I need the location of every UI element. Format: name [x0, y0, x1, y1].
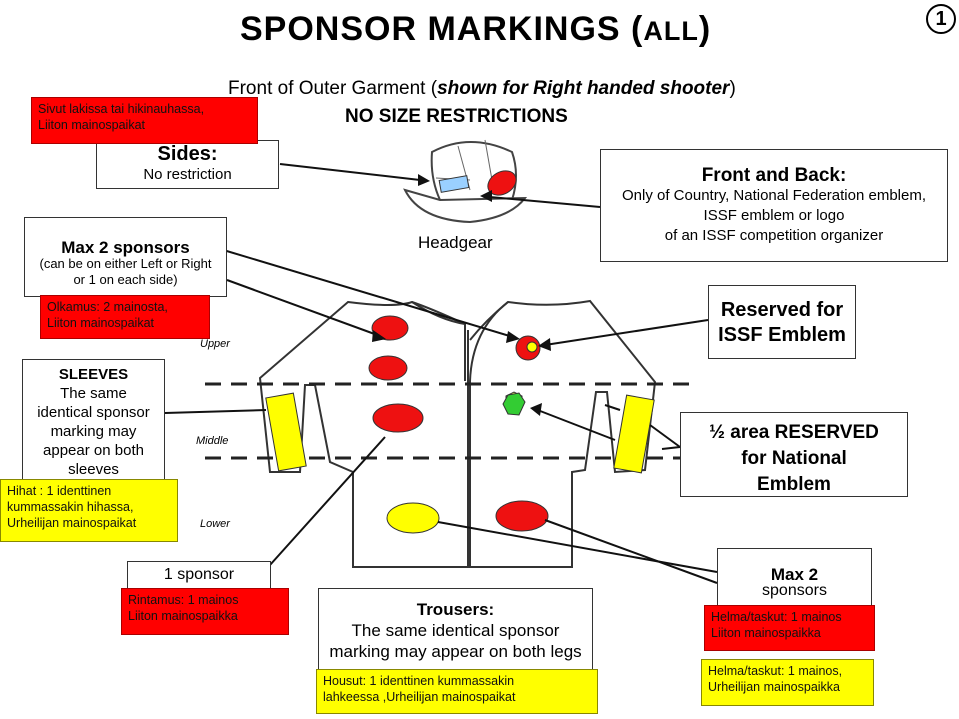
half-line: Emblem [757, 474, 831, 495]
chest-patch [372, 403, 424, 433]
right-sleeve-patch [613, 394, 655, 474]
sleeves-line: identical sponsor [37, 404, 150, 421]
front-back-line: Only of Country, National Federation emb… [621, 187, 927, 204]
half-line: ½ area RESERVED [709, 422, 879, 443]
left-sleeve-patch [265, 392, 307, 472]
max2b-text: sponsors [762, 582, 827, 599]
sides-heading: Sides: [157, 143, 218, 165]
headgear-label: Headgear [418, 233, 493, 252]
note-helma-yellow: Helma/taskut: 1 mainos, Urheilijan maino… [701, 659, 874, 706]
shoulder-patch-lower [368, 355, 408, 381]
max2-heading: Max 2 sponsors [61, 238, 190, 257]
sleeves-box: SLEEVES The same identical sponsor marki… [22, 359, 165, 482]
max2b-heading: Max 2 [770, 565, 819, 584]
note-olkamus: Olkamus: 2 mainosta, Liiton mainospaikat [40, 295, 210, 339]
trousers-heading: Trousers: [416, 600, 495, 619]
sleeves-heading: SLEEVES [58, 366, 129, 383]
sides-box: Sides: No restriction [96, 140, 279, 189]
arrowheads [372, 174, 551, 416]
headgear-icon [403, 139, 528, 224]
no-size-heading: NO SIZE RESTRICTIONS [345, 106, 568, 127]
trousers-line: The same identical sponsor [351, 621, 560, 640]
max2-line: or 1 on each side) [73, 272, 178, 287]
issf-line: Reserved for [720, 299, 844, 321]
trousers-line: marking may appear on both legs [329, 642, 582, 661]
note-helma-red: Helma/taskut: 1 mainos Liiton mainospaik… [704, 605, 875, 651]
national-emblem [502, 392, 526, 416]
lower-zone-label: Lower [200, 518, 231, 530]
front-back-line: of an ISSF competition organizer [664, 227, 884, 244]
max2-hem-box: Max 2 sponsors [717, 548, 872, 612]
middle-zone-label: Middle [196, 435, 228, 447]
upper-zone-label: Upper [200, 338, 231, 350]
note-sivut: Sivut lakissa tai hikinauhassa, Liiton m… [31, 97, 258, 144]
note-hihat: Hihat : 1 identtinen kummassakin hihassa… [0, 479, 178, 542]
half-line: for National [741, 448, 847, 469]
sleeves-line: appear on both [43, 442, 144, 459]
front-back-box: Front and Back: Only of Country, Nationa… [600, 149, 948, 262]
issf-line: ISSF Emblem [718, 324, 846, 346]
shoulder-patch-upper [371, 315, 409, 341]
note-rintamus: Rintamus: 1 mainos Liiton mainospaikka [121, 588, 289, 635]
subtitle: Front of Outer Garment (shown for Right … [228, 78, 736, 99]
national-emblem-box: ½ area RESERVED for National Emblem [680, 412, 908, 497]
front-back-line: ISSF emblem or logo [703, 207, 845, 224]
right-hem-patch [495, 500, 549, 532]
jacket-outline [258, 299, 657, 568]
page-number-badge: 1 [926, 4, 956, 34]
page-title: SPONSOR MARKINGS (ALL) [240, 10, 712, 48]
sleeves-line: The same [60, 385, 127, 402]
sleeves-line: marking may [50, 423, 137, 440]
front-back-heading: Front and Back: [701, 165, 847, 186]
issf-reserved-box: Reserved for ISSF Emblem [708, 285, 856, 359]
trousers-box: Trousers: The same identical sponsor mar… [318, 588, 593, 670]
max2-sponsors-box: Max 2 sponsors (can be on either Left or… [24, 217, 227, 297]
sides-text: No restriction [143, 166, 232, 183]
connector-lines [164, 163, 718, 584]
max2-line: (can be on either Left or Right [39, 256, 212, 271]
sleeves-line: sleeves [68, 461, 119, 478]
note-housut: Housut: 1 identtinen kummassakin lahkees… [316, 669, 598, 714]
left-hem-patch [386, 502, 440, 534]
